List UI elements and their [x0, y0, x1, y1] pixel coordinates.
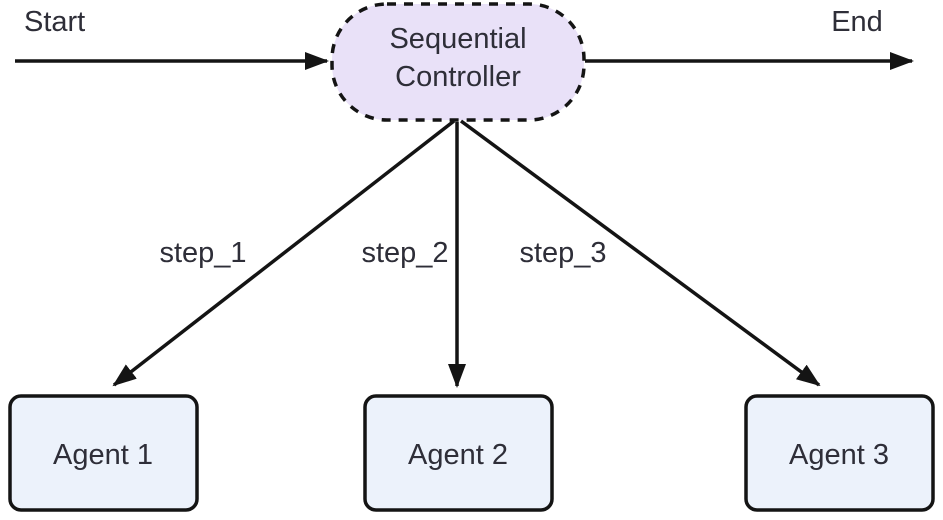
- edge-controller-to-agent1: [112, 119, 456, 387]
- start-label: Start: [24, 6, 85, 38]
- agent-1-label: Agent 1: [53, 439, 153, 471]
- agent-node-1: Agent 1: [8, 394, 199, 512]
- controller-label-line2: Controller: [395, 61, 521, 93]
- agent-2-label: Agent 2: [408, 439, 508, 471]
- agent-2-box: [363, 394, 554, 512]
- edge-label-step-2: step_2: [361, 237, 448, 269]
- edge-label-step-1: step_1: [159, 237, 246, 269]
- agent-3-label: Agent 3: [789, 439, 889, 471]
- controller-label-line1: Sequential: [389, 23, 526, 55]
- edge-label-step-3: step_3: [519, 237, 606, 269]
- edge-controller-to-agent3: [459, 119, 821, 387]
- agent-node-2: Agent 2: [363, 394, 554, 512]
- agent-1-box: [8, 394, 199, 512]
- end-label: End: [831, 6, 883, 38]
- agent-node-3: Agent 3: [744, 394, 935, 512]
- agent-3-box: [744, 394, 935, 512]
- controller-node: [330, 2, 586, 122]
